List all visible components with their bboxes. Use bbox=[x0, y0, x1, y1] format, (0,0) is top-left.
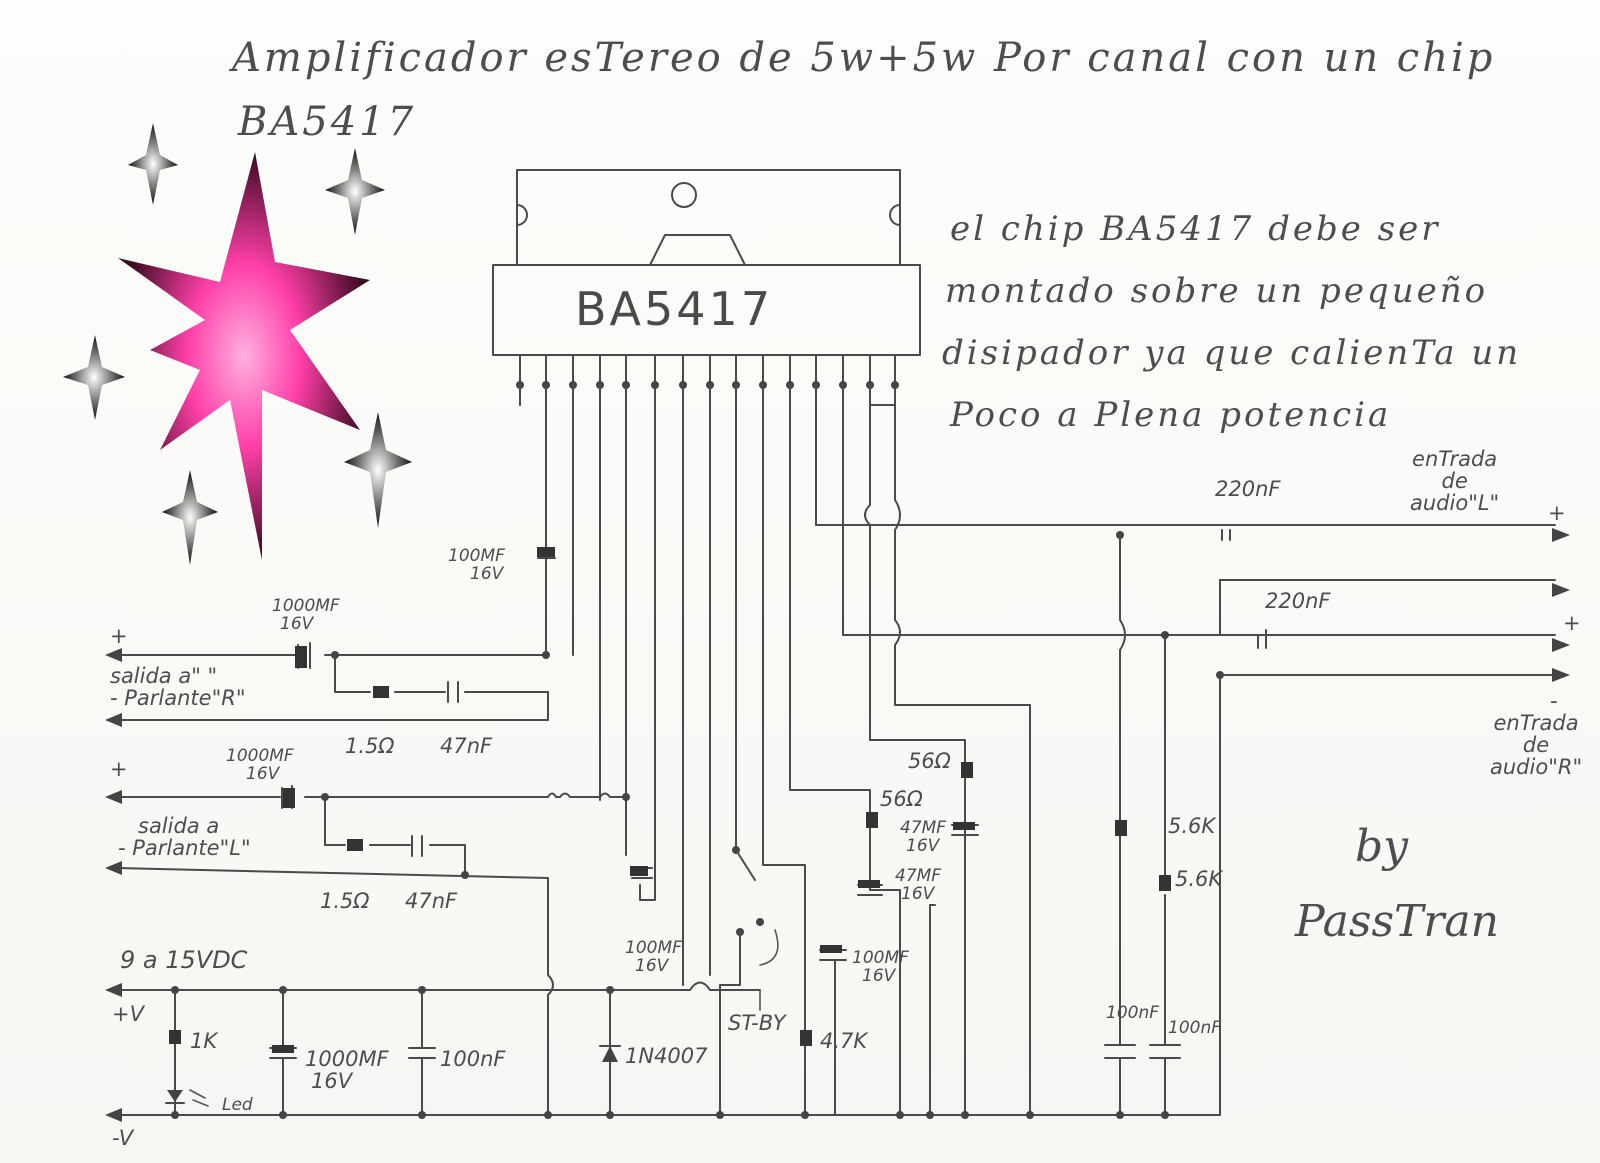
cap-value: 1000MF bbox=[226, 746, 294, 766]
silver-star-icon bbox=[162, 470, 218, 565]
capacitor-symbols bbox=[269, 529, 1267, 1059]
cap-voltage: 16V bbox=[470, 563, 504, 584]
input-left-label-line: de bbox=[1441, 469, 1468, 494]
junction-dots bbox=[171, 531, 1224, 1119]
res-5k6-a-label: 5.6K bbox=[1168, 814, 1216, 838]
cap-voltage: 16V bbox=[906, 835, 940, 856]
diagram-title: Amplificador esTereo de 5w+5w Por canal … bbox=[232, 35, 1496, 81]
res-56-a-label: 56Ω bbox=[908, 749, 951, 773]
input-right-label-line: enTrada bbox=[1493, 711, 1579, 735]
res-1k-label: 1K bbox=[190, 1029, 218, 1053]
note-line: Poco a Plena potencia bbox=[950, 395, 1392, 435]
cap-voltage: 16V bbox=[246, 763, 280, 784]
star-decoration-group bbox=[63, 123, 412, 565]
silver-star-icon bbox=[325, 148, 385, 235]
chip-ba5417 bbox=[492, 169, 921, 356]
input-right-label: enTrada de audio"R" bbox=[1490, 712, 1582, 778]
pink-star-icon bbox=[118, 152, 370, 560]
chip-pins bbox=[516, 354, 899, 389]
supply-neg-label: -V bbox=[112, 1126, 134, 1150]
cap-47mf-b-label: 47MF 16V bbox=[895, 866, 942, 904]
mounting-note: el chip BA5417 debe ser montado sobre un… bbox=[942, 209, 1529, 432]
input-plus-sign: + bbox=[1563, 611, 1581, 635]
arrow-heads bbox=[105, 528, 1570, 1122]
res-1-5-right-label: 1.5Ω bbox=[345, 734, 395, 758]
supply-pos-label: +V bbox=[112, 1002, 144, 1026]
input-left-label-line: audio"L" bbox=[1410, 491, 1500, 516]
silver-star-icon bbox=[63, 335, 125, 420]
input-right-label-line: de bbox=[1522, 733, 1550, 758]
cap-voltage: 16V bbox=[862, 965, 896, 986]
res-4k7-label: 4.7K bbox=[820, 1029, 868, 1053]
note-line: montado sobre un pequeño bbox=[945, 271, 1489, 311]
cap-value: 47MF bbox=[900, 818, 947, 838]
cap-value: 100MF bbox=[448, 546, 505, 566]
cap-value: 47MF bbox=[895, 866, 942, 886]
cap-value: 100MF bbox=[852, 948, 909, 968]
input-left-label-line: enTrada bbox=[1412, 447, 1498, 471]
res-1-5-left-label: 1.5Ω bbox=[320, 889, 370, 913]
cap-voltage: 16V bbox=[311, 1069, 353, 1094]
cap-47mf-a-label: 47MF 16V bbox=[900, 818, 947, 856]
silver-star-icon bbox=[128, 123, 178, 205]
output-left-label-line: salida a bbox=[138, 814, 220, 838]
credit-name: PassTran bbox=[1295, 896, 1499, 947]
output-right-label: salida a" " - Parlante"R" bbox=[110, 665, 246, 709]
input-plus-sign: + bbox=[1548, 501, 1566, 525]
note-line: el chip BA5417 debe ser bbox=[950, 209, 1441, 249]
cap-voltage: 16V bbox=[635, 955, 669, 976]
resistor-blocks bbox=[169, 547, 1171, 1053]
output-right-label-line: - Parlante"R" bbox=[110, 686, 246, 711]
led-label: Led bbox=[222, 1095, 253, 1115]
cap-1000mf-right-label: 1000MF 16V bbox=[272, 596, 340, 634]
cap-100mf-mid-label: 100MF 16V bbox=[625, 938, 682, 976]
output-left-label-line: - Parlante"L" bbox=[118, 836, 251, 861]
cap-100nf-supply-label: 100nF bbox=[440, 1047, 506, 1071]
res-5k6-b-label: 5.6K bbox=[1175, 867, 1223, 891]
cap-value: 1000MF bbox=[305, 1047, 389, 1071]
cap-value: 100MF bbox=[625, 938, 682, 958]
cap-220nf-mid-label: 220nF bbox=[1265, 589, 1331, 613]
wiring bbox=[114, 384, 1556, 1116]
supply-voltage-label: 9 a 15VDC bbox=[120, 946, 248, 974]
cap-100mf-right-label: 100MF 16V bbox=[852, 948, 909, 986]
cap-47nf-left-label: 47nF bbox=[405, 889, 458, 913]
note-line: disipador ya que calienTa un bbox=[942, 333, 1522, 373]
cap-value: 1000MF bbox=[272, 596, 340, 616]
cap-1000mf-supply-label: 1000MF 16V bbox=[305, 1048, 389, 1092]
cap-1000mf-left-label: 1000MF 16V bbox=[226, 746, 294, 784]
input-right-label-line: audio"R" bbox=[1490, 755, 1583, 780]
cap-voltage: 16V bbox=[901, 883, 935, 904]
cap-voltage: 16V bbox=[280, 613, 314, 634]
diode-1n4007 bbox=[599, 1045, 621, 1062]
diagram-title-chip: BA5417 bbox=[238, 99, 417, 145]
cap-100mf-top-label: 100MF 16V bbox=[448, 546, 505, 584]
credit-by: by bbox=[1355, 821, 1409, 872]
output-left-label: salida a - Parlante"L" bbox=[118, 815, 251, 859]
output-right-label-line: salida a" " bbox=[110, 664, 218, 688]
input-minus-sign: - bbox=[1550, 689, 1558, 713]
led-icon bbox=[165, 1089, 209, 1107]
output-right-plus: + bbox=[110, 624, 128, 648]
cap-100nf-a-label: 100nF bbox=[1106, 1003, 1160, 1023]
output-left-plus: + bbox=[110, 757, 128, 781]
cap-100nf-b-label: 100nF bbox=[1168, 1018, 1222, 1038]
cap-47nf-right-label: 47nF bbox=[440, 734, 493, 758]
chip-label: BA5417 bbox=[575, 282, 774, 336]
diode-label: 1N4007 bbox=[625, 1044, 708, 1068]
standby-label: ST-BY bbox=[728, 1011, 786, 1035]
cap-220nf-top-label: 220nF bbox=[1215, 477, 1281, 501]
input-left-label: enTrada de audio"L" bbox=[1410, 448, 1499, 514]
silver-star-icon bbox=[344, 412, 412, 528]
res-56-b-label: 56Ω bbox=[880, 787, 923, 811]
standby-switch bbox=[719, 846, 779, 1011]
